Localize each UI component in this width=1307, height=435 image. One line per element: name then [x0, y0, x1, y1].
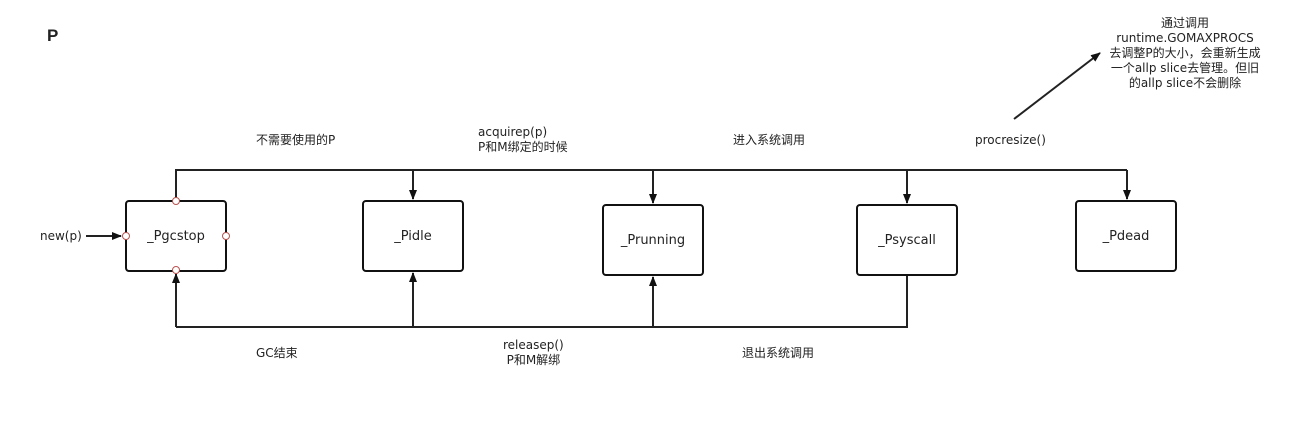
label-releasep: releasep() P和M解绑 [503, 338, 564, 368]
state-pdead-label: _Pdead [1102, 228, 1150, 244]
state-pidle: _Pidle [362, 200, 464, 272]
bottom-bus-line [176, 274, 908, 328]
label-procresize: procresize() [975, 133, 1046, 147]
label-exit-syscall: 退出系统调用 [742, 346, 815, 360]
note-line3: 去调整P的大小，会重新生成 [1109, 46, 1261, 60]
connection-point-right [222, 232, 230, 240]
state-prunning: _Prunning [602, 204, 704, 276]
diagram-title: P [47, 26, 59, 45]
state-pdead: _Pdead [1075, 200, 1177, 272]
state-psyscall-label: _Psyscall [878, 232, 936, 248]
note-line2: runtime.GOMAXPROCS [1116, 31, 1254, 45]
label-enter-syscall: 进入系统调用 [733, 133, 806, 147]
state-pgcstop-label: _Pgcstop [147, 228, 205, 244]
label-new-p: new(p) [40, 229, 82, 243]
connection-point-top [172, 197, 180, 205]
state-prunning-label: _Prunning [620, 232, 686, 248]
connection-point-left [122, 232, 130, 240]
label-releasep-line2: P和M解绑 [506, 353, 561, 367]
label-acquirep-line2: P和M绑定的时候 [478, 140, 568, 154]
gomaxprocs-note: 通过调用 runtime.GOMAXPROCS 去调整P的大小，会重新生成 一个… [1105, 16, 1265, 91]
note-line5: 的allp slice不会删除 [1128, 76, 1242, 90]
state-pgcstop: _Pgcstop [125, 200, 227, 272]
note-arrow [1013, 52, 1101, 120]
label-acquirep: acquirep(p) P和M绑定的时候 [478, 125, 568, 155]
state-pidle-label: _Pidle [394, 228, 432, 244]
label-releasep-line1: releasep() [503, 338, 564, 352]
label-acquirep-line1: acquirep(p) [478, 125, 548, 139]
note-line1: 通过调用 [1160, 16, 1209, 30]
label-gc-end: GC结束 [256, 346, 298, 360]
state-psyscall: _Psyscall [856, 204, 958, 276]
connection-point-bottom [172, 266, 180, 274]
top-bus-line [175, 169, 1127, 200]
note-line4: 一个allp slice去管理。但旧 [1110, 61, 1260, 75]
label-unused-p: 不需要使用的P [256, 133, 336, 147]
